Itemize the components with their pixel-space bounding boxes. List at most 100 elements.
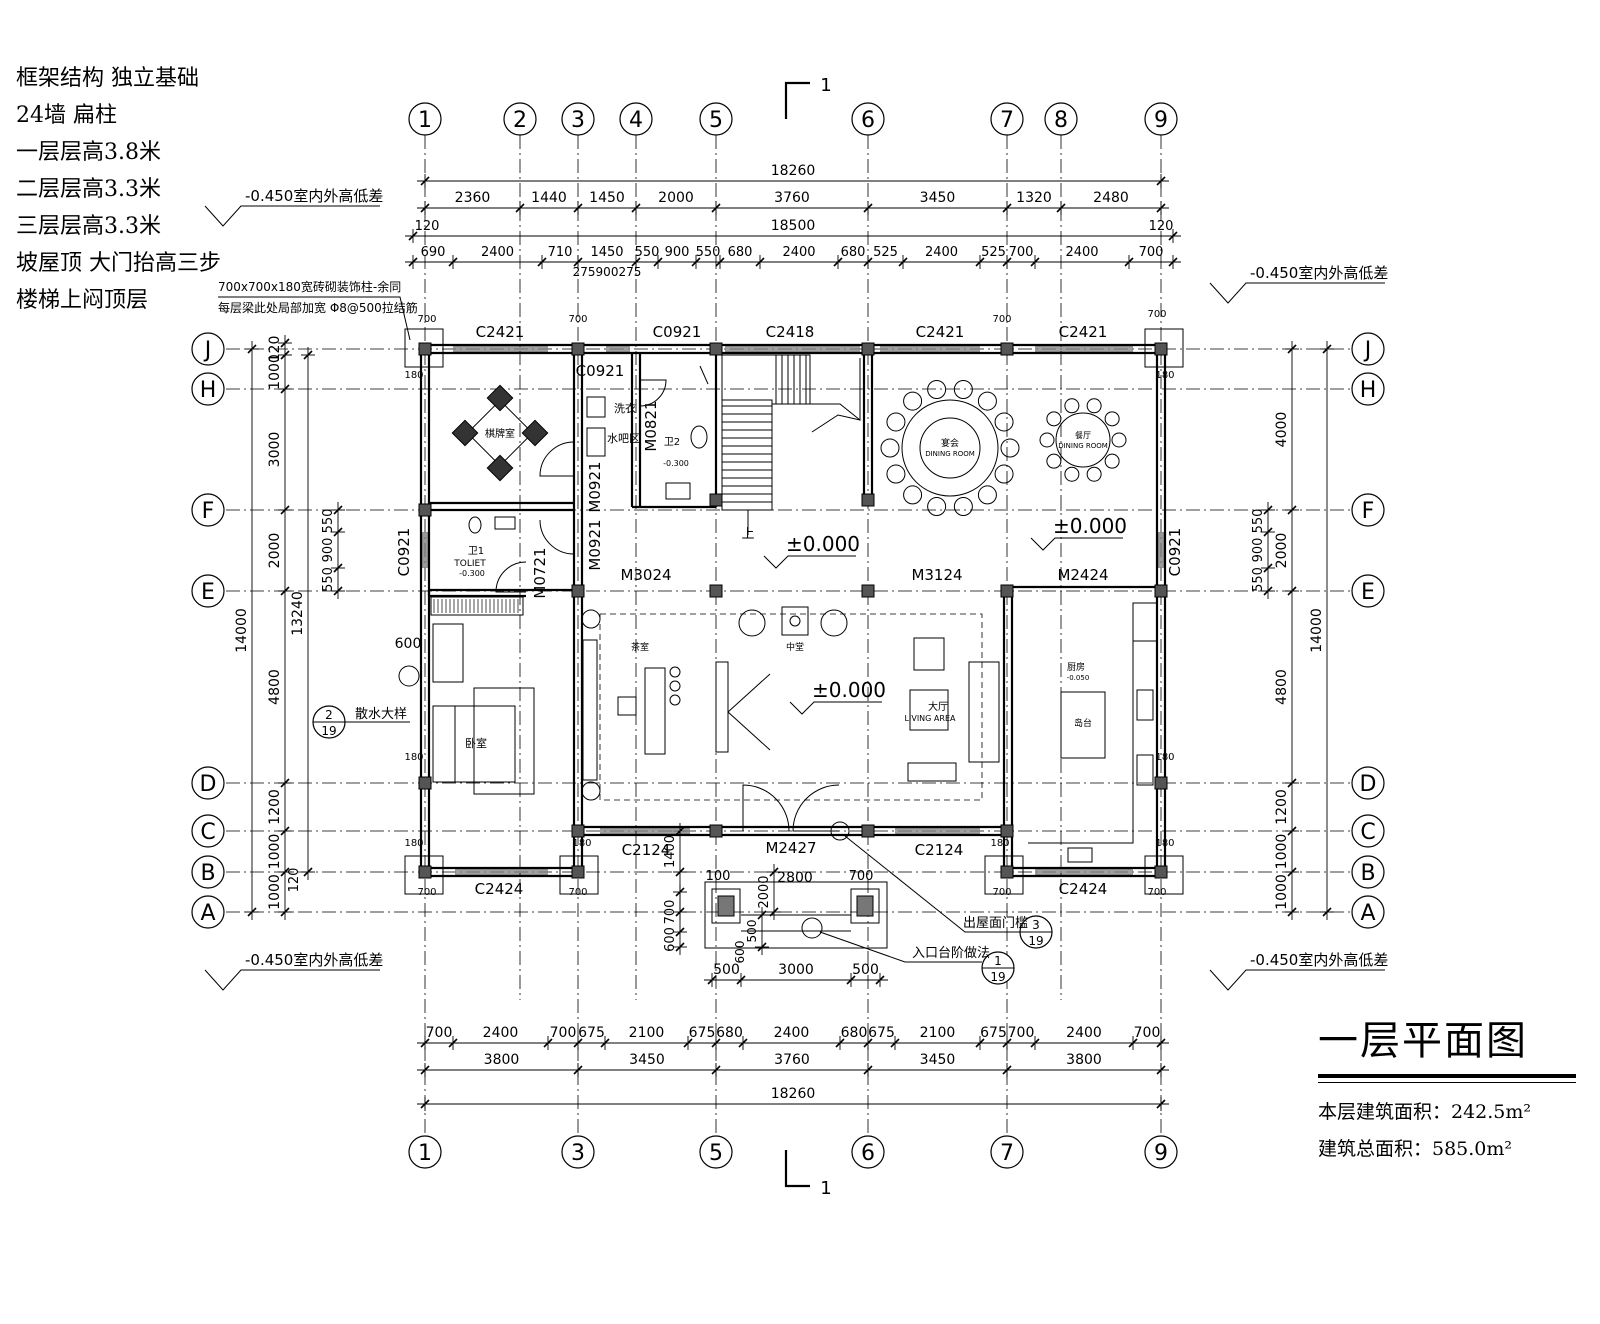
callout-note-2: 每层梁此处局部加宽 Φ8@500拉结筋 bbox=[218, 300, 418, 315]
grid-marker-right bbox=[1351, 766, 1385, 800]
dim-left-inner-text: 1000 bbox=[267, 874, 283, 910]
dim-left-window-text: 550 bbox=[321, 509, 336, 534]
leader bbox=[844, 835, 1020, 933]
room-label-dining: 餐厅 bbox=[1075, 431, 1091, 440]
dim-pillar-180: 180 bbox=[1155, 370, 1174, 381]
dim-top-row1-text: 3760 bbox=[774, 190, 810, 206]
dim-bottom-row2-tick bbox=[863, 1065, 873, 1075]
dim-left-13240-tick bbox=[303, 350, 313, 360]
dim-bottom-row1-tick bbox=[573, 1038, 583, 1048]
detail-ref-threshold-label: 出屋面门槛 bbox=[963, 916, 1028, 931]
dim-right-inner-text: 4800 bbox=[1274, 669, 1290, 705]
dim-top-row3-tick bbox=[653, 257, 663, 267]
dim-entry-v3-text: 2000 bbox=[757, 875, 772, 908]
decorative-pillar bbox=[404, 328, 444, 368]
dim-top-row3-text: 710 bbox=[548, 245, 573, 260]
dim-entry-v2-text: 600 bbox=[663, 927, 678, 952]
level-wc1: -0.300 bbox=[459, 569, 485, 578]
room-label-wc2: 卫2 bbox=[664, 437, 680, 448]
downpipe bbox=[398, 665, 420, 687]
dim-top-row1-text: 1450 bbox=[589, 190, 625, 206]
door-label: M2424 bbox=[1057, 566, 1108, 584]
window-label: C0921 bbox=[653, 323, 702, 341]
grid-marker-right bbox=[1351, 574, 1385, 608]
plant bbox=[581, 781, 601, 801]
bed-frame bbox=[473, 687, 535, 795]
grid-marker-right bbox=[1351, 372, 1385, 406]
exterior-level-text: -0.450室内外高低差 bbox=[245, 951, 383, 969]
dim-top-row1-text: 2360 bbox=[455, 190, 491, 206]
section-mark-top bbox=[784, 81, 810, 119]
dim-entry-v1-text: 1400 bbox=[663, 835, 678, 868]
banquet-chair bbox=[994, 464, 1014, 484]
armchair bbox=[820, 609, 848, 637]
column bbox=[709, 584, 723, 598]
dim-left-120b: 120 bbox=[287, 868, 302, 893]
grid-marker-top-label: 6 bbox=[861, 108, 875, 133]
dim-bottom-row1-text: 700 bbox=[1134, 1025, 1161, 1041]
tea-stool bbox=[669, 694, 681, 706]
callout-note-1: 700x700x180宽砖砌装饰柱-余同 bbox=[218, 279, 401, 294]
dim-right-window-text: 550 bbox=[1251, 509, 1266, 534]
dim-top-row3-text: 2400 bbox=[782, 245, 815, 260]
dim-left-window-tick bbox=[333, 527, 343, 537]
stair-break bbox=[811, 414, 861, 433]
dim-bottom-overall-text: 18260 bbox=[771, 1086, 816, 1102]
column bbox=[1000, 342, 1014, 356]
column bbox=[1154, 584, 1168, 598]
dim-top-end-right: 120 bbox=[1149, 219, 1174, 234]
dim-left-window-tick bbox=[333, 586, 343, 596]
dim-left-inner-tick bbox=[280, 826, 290, 836]
dim-bottom-row1-text: 700 bbox=[550, 1025, 577, 1041]
section-mark-bottom bbox=[784, 1150, 810, 1188]
dim-top-row3-text: 2400 bbox=[925, 245, 958, 260]
plant bbox=[699, 365, 709, 385]
grid-marker-top bbox=[408, 102, 442, 136]
section-mark-top-label: 1 bbox=[820, 75, 831, 96]
dim-right-inner-text: 2000 bbox=[1274, 533, 1290, 569]
dim-top-row3-tick bbox=[1030, 257, 1040, 267]
dim-bottom-row1-text: 700 bbox=[1008, 1025, 1035, 1041]
note-line: 24墙 扁柱 bbox=[16, 103, 117, 128]
grid-marker-right bbox=[1351, 895, 1385, 929]
dim-entry-v3-tick bbox=[769, 867, 779, 877]
grid-marker-bottom-label: 6 bbox=[861, 1141, 875, 1166]
dim-pillar-700b: 700 bbox=[1147, 887, 1166, 898]
dim-pillar-180: 180 bbox=[1155, 752, 1174, 763]
grid-marker-left-label: D bbox=[200, 772, 217, 797]
window-label: C2124 bbox=[622, 841, 671, 859]
exterior-level-text: -0.450室内外高低差 bbox=[245, 187, 383, 205]
dim-pillar-700: 700 bbox=[417, 314, 436, 325]
grid-marker-bottom bbox=[561, 1135, 595, 1169]
dim-left-inner-tick bbox=[280, 586, 290, 596]
column bbox=[861, 342, 875, 356]
exterior-level bbox=[204, 969, 380, 991]
sink-wc1 bbox=[494, 516, 516, 530]
bar-counter bbox=[586, 427, 606, 457]
callout-leader bbox=[218, 296, 411, 341]
dim-top-row3-tick bbox=[1124, 257, 1134, 267]
column bbox=[709, 493, 723, 507]
dim-left-window-text: 900 bbox=[321, 538, 336, 563]
door-swing bbox=[539, 519, 575, 555]
grid-marker-right bbox=[1351, 855, 1385, 889]
window-label: C2424 bbox=[1059, 880, 1108, 898]
armchair bbox=[738, 609, 766, 637]
dim-top-row1-tick bbox=[1056, 203, 1066, 213]
banquet-chair bbox=[903, 391, 923, 411]
door-label: M0921 bbox=[586, 519, 604, 570]
exterior-level bbox=[1209, 282, 1385, 304]
dim-top-row3-text: 680 bbox=[728, 245, 753, 260]
dim-top-row1-text: 1440 bbox=[531, 190, 567, 206]
door-label: M0921 bbox=[586, 461, 604, 512]
grid-marker-left bbox=[191, 814, 225, 848]
toilet-wc1 bbox=[468, 516, 482, 534]
dim-bottom-row2-text: 3760 bbox=[774, 1052, 810, 1068]
level-mark bbox=[1030, 537, 1123, 551]
grid-marker-left-label: E bbox=[201, 580, 215, 605]
dim-right-inner-text: 1200 bbox=[1274, 789, 1290, 825]
banquet-chair bbox=[886, 464, 906, 484]
dim-top-row3-text: 2400 bbox=[1065, 245, 1098, 260]
dim-left-14000-tick bbox=[247, 907, 257, 917]
column bbox=[418, 503, 432, 517]
